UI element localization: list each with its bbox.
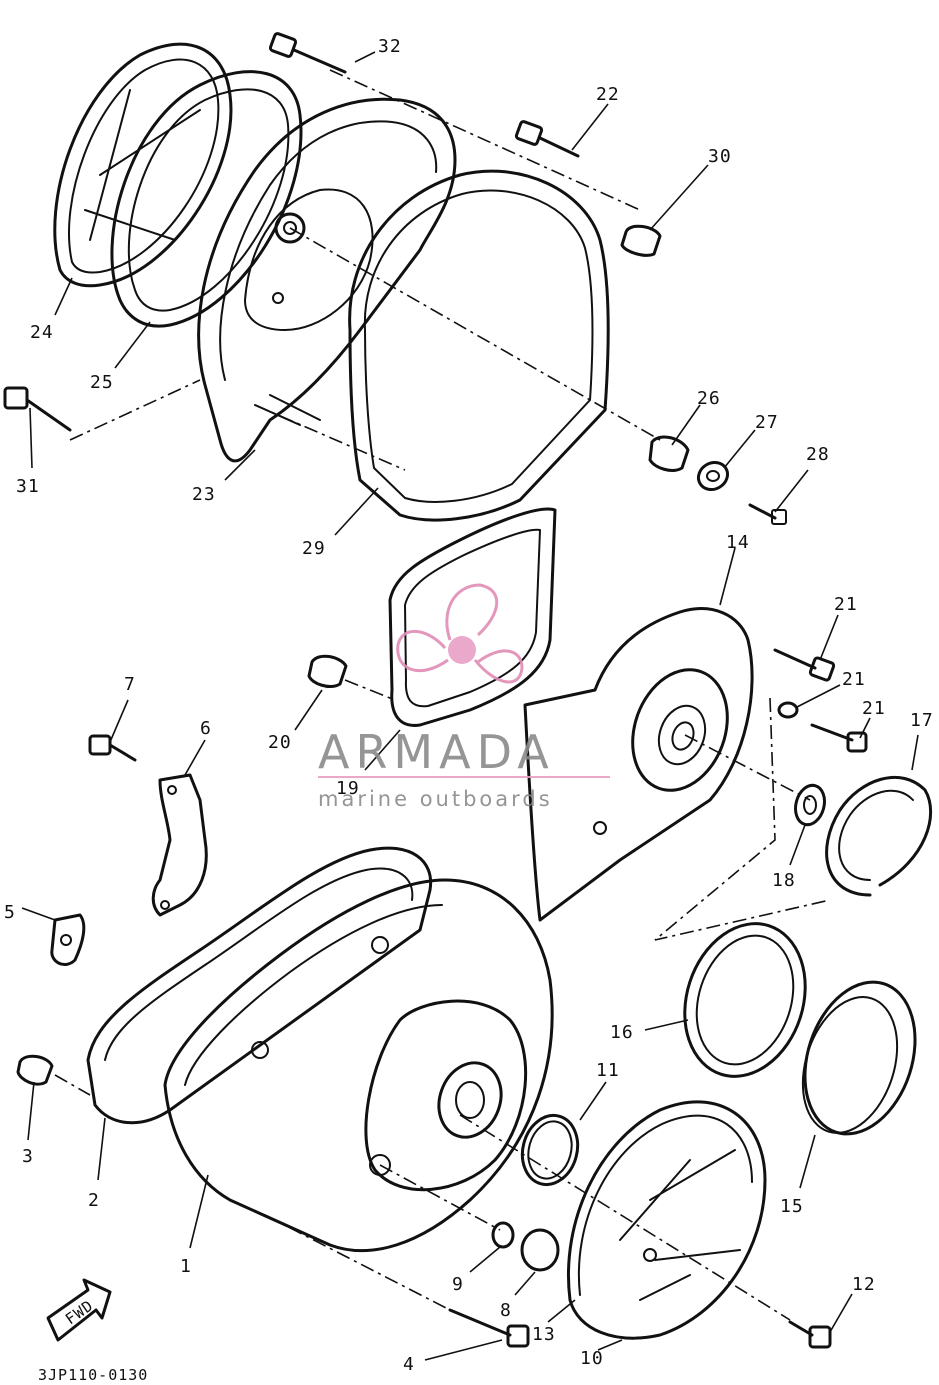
- part-17-snap-ring: [825, 775, 933, 897]
- part-30-gasket: [348, 169, 610, 522]
- callout-16: 16: [610, 1022, 634, 1043]
- part-24-clutch-cover: [197, 97, 457, 463]
- part-22-o-ring: [777, 701, 799, 719]
- part-7-bolt: [88, 734, 137, 762]
- callout-19: 19: [336, 778, 360, 799]
- callout-33: 32: [378, 36, 402, 57]
- callout-29: 28: [806, 444, 830, 465]
- callout-11: 11: [596, 1060, 620, 1081]
- part-32-bolt: [3, 386, 72, 432]
- callout-25: 24: [30, 322, 54, 343]
- part-28-washer: [696, 460, 730, 492]
- callout-3: 3: [22, 1146, 34, 1167]
- callout-21-lower: 21: [862, 698, 886, 719]
- part-31-plug: [620, 224, 662, 257]
- part-21-bolt-lower: [810, 723, 868, 753]
- callout-22: 21: [842, 669, 866, 690]
- callout-12: 12: [852, 1274, 876, 1295]
- part-26-gasket: [110, 70, 303, 328]
- part-12-screw: [788, 1320, 832, 1349]
- part-3-plug: [16, 1054, 54, 1086]
- callout-2: 2: [88, 1190, 100, 1211]
- part-8-plug: [520, 1228, 560, 1272]
- part-2-gasket: [86, 846, 433, 1125]
- callout-1: 1: [180, 1256, 192, 1277]
- callout-4: 4: [403, 1354, 415, 1375]
- part-29-screw: [748, 503, 787, 525]
- callout-23: 22: [596, 84, 620, 105]
- callout-27: 26: [697, 388, 721, 409]
- callout-labels: 32 22 30 24 25 31 23 29 26 27 28 14 21 2…: [4, 36, 934, 1375]
- armada-logo-icon: [396, 583, 524, 684]
- callout-28: 27: [755, 412, 779, 433]
- callout-17: 17: [910, 710, 934, 731]
- callout-8: 8: [500, 1300, 512, 1321]
- watermark-brand: ARMADA: [318, 725, 555, 779]
- leader-lines: [21, 51, 919, 1361]
- part-21-bolt-upper: [773, 648, 836, 682]
- part-20-plug: [307, 654, 348, 688]
- part-4-bolt: [448, 1308, 530, 1348]
- part-15-cap: [801, 980, 917, 1136]
- part-33-bolt: [268, 32, 347, 74]
- watermark: ARMADA marine outboards: [318, 583, 610, 811]
- callout-6: 6: [200, 718, 212, 739]
- callout-9: 9: [452, 1274, 464, 1295]
- drawing-code: 3JP110-0130: [38, 1366, 148, 1384]
- part-23-bolt: [514, 120, 580, 158]
- callout-10: 10: [580, 1348, 604, 1369]
- part-27-bushing: [648, 435, 690, 472]
- callout-14: 14: [726, 532, 750, 553]
- part-10-cover-plate: [567, 1100, 767, 1340]
- part-1-crankcase-cover: [163, 878, 554, 1253]
- part-6-bracket: [151, 773, 208, 917]
- part-11-o-ring: [520, 1113, 580, 1187]
- callout-5: 5: [4, 902, 16, 923]
- part-14-cover: [523, 607, 754, 922]
- callout-18: 18: [772, 870, 796, 891]
- part-16-seal-ring: [683, 922, 807, 1078]
- callout-15: 15: [780, 1196, 804, 1217]
- callout-7: 7: [124, 674, 136, 695]
- part-9-o-ring: [491, 1221, 515, 1249]
- part-25-cover-plate: [53, 42, 233, 288]
- part-19-gasket: [388, 507, 557, 727]
- fwd-arrow: FWD: [46, 1278, 112, 1342]
- callout-26: 25: [90, 372, 114, 393]
- callout-24: 23: [192, 484, 216, 505]
- callout-30: 29: [302, 538, 326, 559]
- callout-32: 31: [16, 476, 40, 497]
- callout-21-upper: 21: [834, 594, 858, 615]
- callout-13: 13: [532, 1324, 556, 1345]
- part-5-clip: [50, 913, 86, 966]
- part-18-seal: [794, 783, 826, 827]
- centerlines: [54, 69, 831, 1321]
- callout-31: 30: [708, 146, 732, 167]
- callout-20: 20: [268, 732, 292, 753]
- watermark-subtitle: marine outboards: [318, 787, 553, 811]
